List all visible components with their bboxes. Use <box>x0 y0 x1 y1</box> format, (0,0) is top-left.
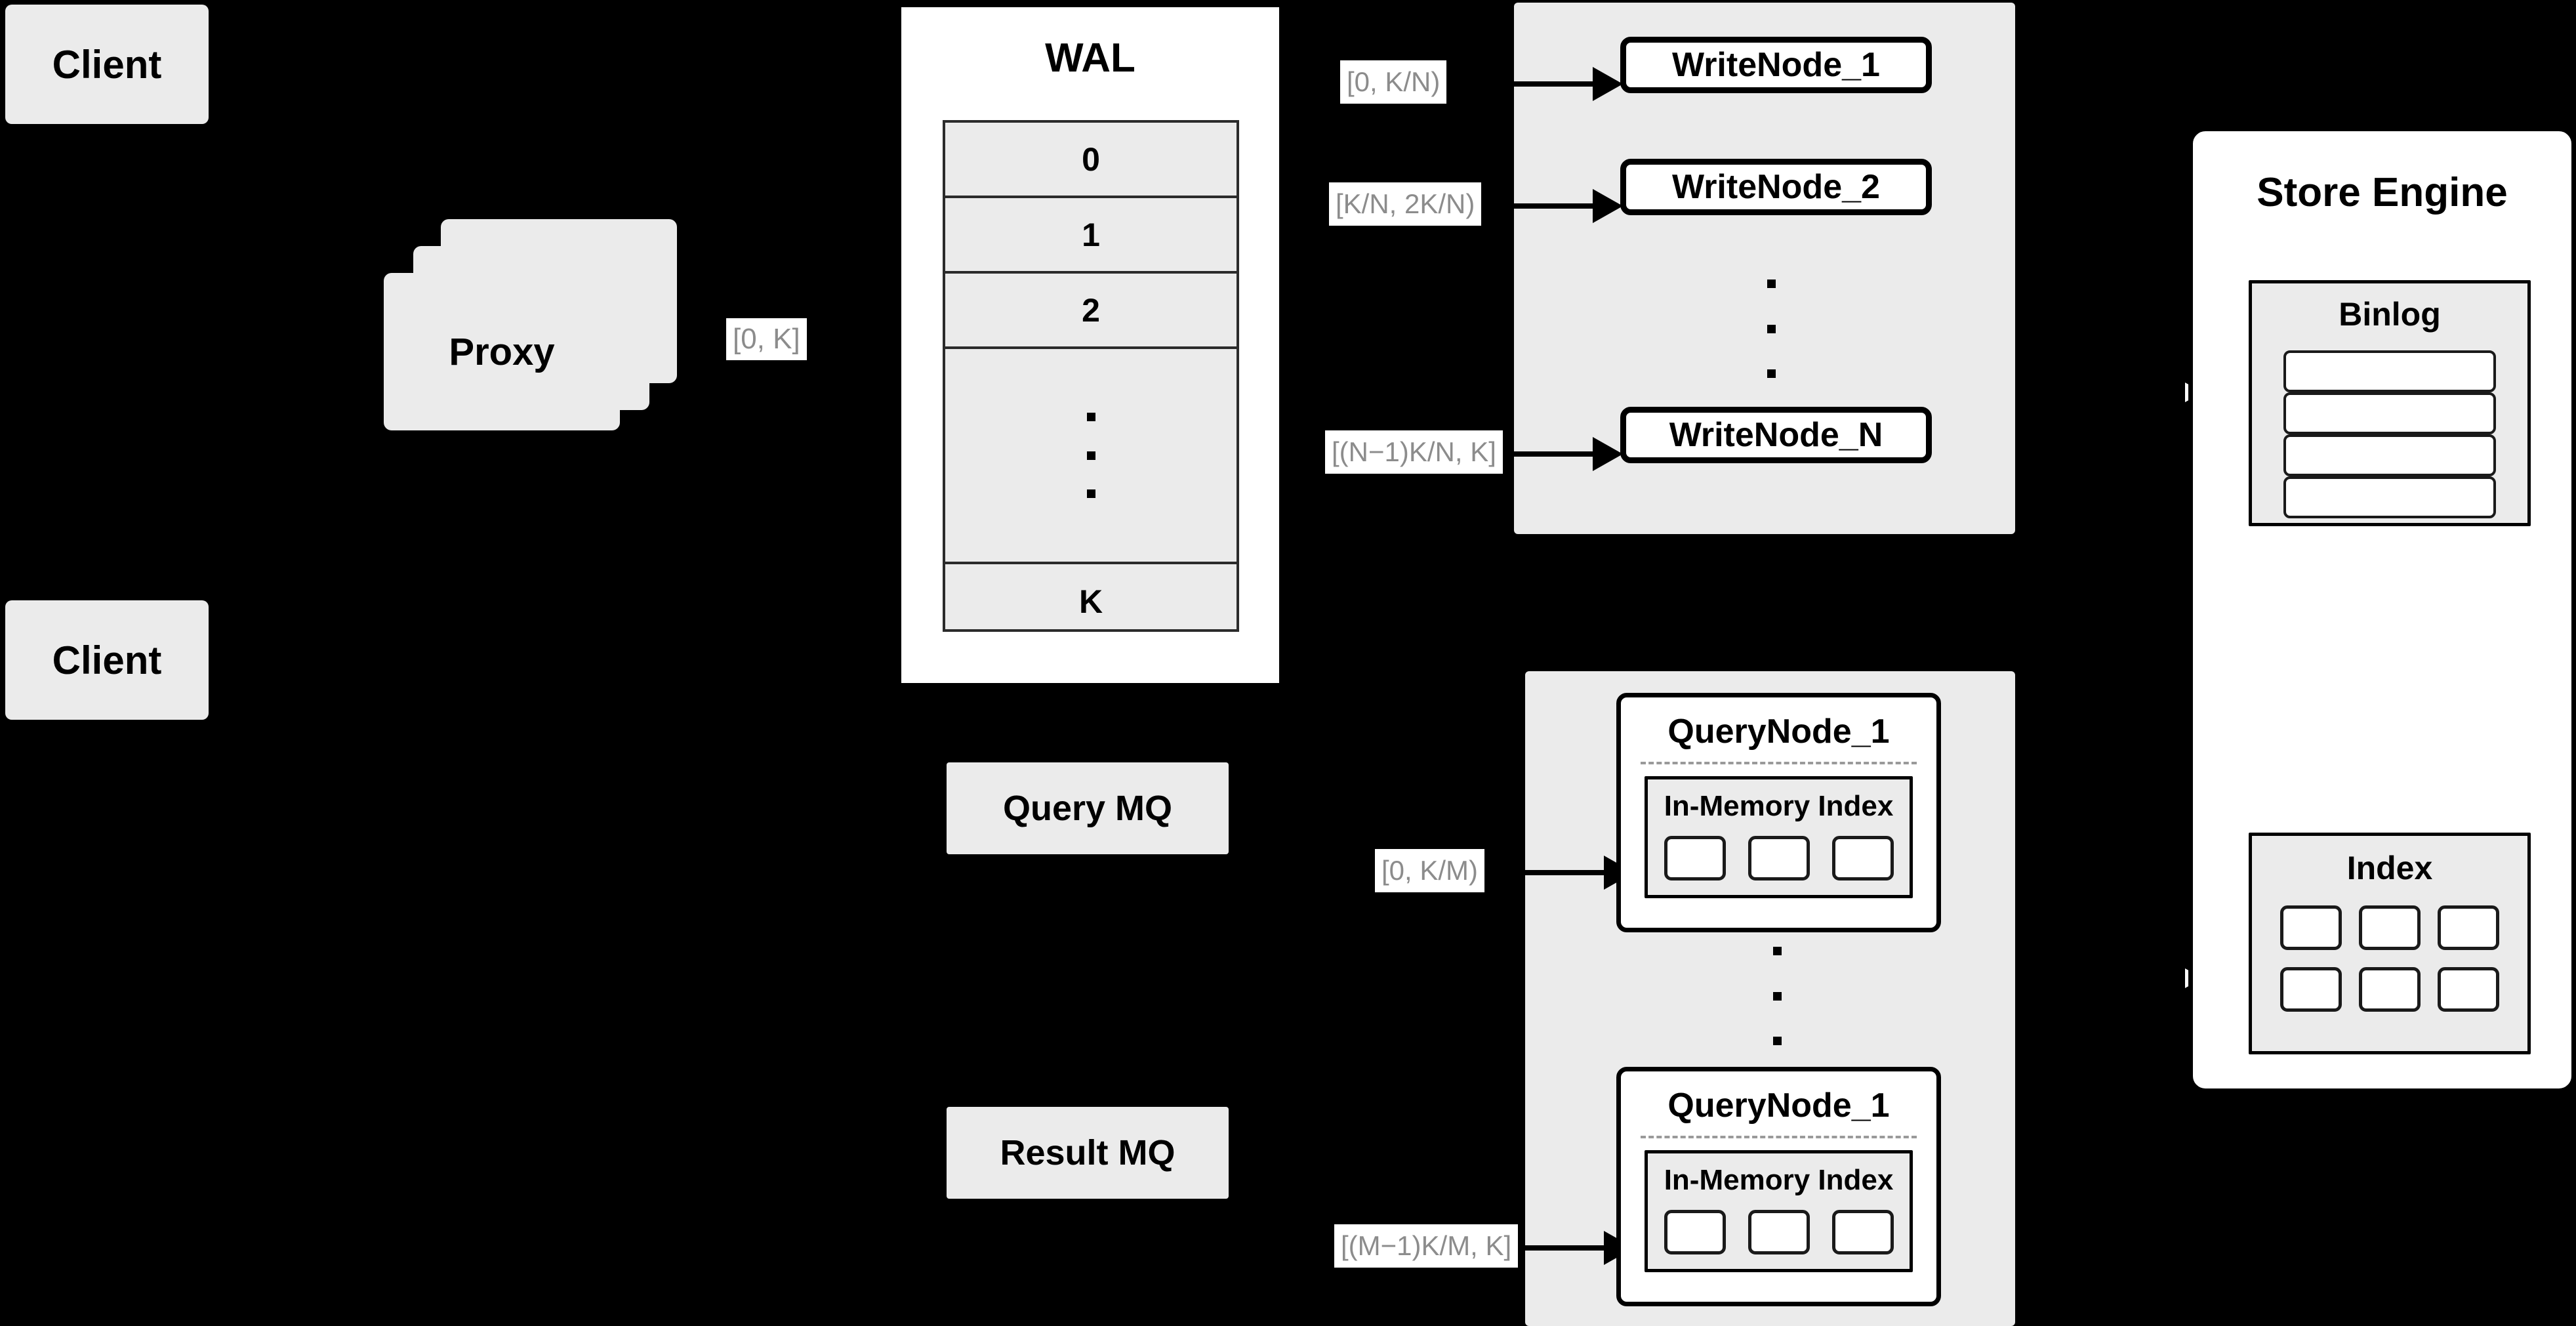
proxy-box[interactable]: Proxy <box>384 273 620 430</box>
binlog-row <box>2283 350 2496 392</box>
arrow-to-binlog <box>2140 390 2193 394</box>
edge-label-writenode-n: [(N−1)K/N, K] <box>1325 430 1503 474</box>
query-node-ellipsis-icon <box>1772 947 1782 1045</box>
in-memory-index-2-title: In-Memory Index <box>1664 1164 1894 1196</box>
edge-label-writenode-1: [0, K/N) <box>1340 60 1447 104</box>
index-cell <box>2438 967 2499 1012</box>
wal-row: 2 <box>945 274 1237 349</box>
arrow-to-writenode-1 <box>1514 81 1608 87</box>
query-node-2-divider <box>1641 1136 1917 1138</box>
wal-row: 1 <box>945 198 1237 274</box>
write-node-2[interactable]: WriteNode_2 <box>1620 159 1932 215</box>
index-cell <box>2438 905 2499 950</box>
write-node-2-label: WriteNode_2 <box>1672 168 1880 206</box>
write-node-ellipsis-icon <box>1767 280 1776 378</box>
query-node-1[interactable]: QueryNode_1 In-Memory Index <box>1616 693 1941 932</box>
write-node-n[interactable]: WriteNode_N <box>1620 407 1932 463</box>
arrow-head-writenode-1 <box>1593 67 1623 101</box>
write-node-1[interactable]: WriteNode_1 <box>1620 37 1932 93</box>
wal-panel: WAL 0 1 2 K <box>897 3 1284 688</box>
wal-row-ellipsis <box>945 349 1237 564</box>
edge-label-querynode-m: [(M−1)K/M, K] <box>1334 1224 1519 1268</box>
arrow-head-writenode-n <box>1593 437 1623 471</box>
result-mq-box[interactable]: Result MQ <box>947 1107 1229 1199</box>
arrow-to-querynode-m <box>1525 1245 1620 1251</box>
vertical-ellipsis-icon <box>1086 413 1095 498</box>
arrow-to-writenode-2 <box>1514 203 1608 209</box>
index-cell <box>2359 905 2421 950</box>
index-row <box>2280 967 2499 1012</box>
write-node-1-label: WriteNode_1 <box>1672 46 1880 84</box>
query-mq-label: Query MQ <box>1002 789 1173 828</box>
write-node-n-label: WriteNode_N <box>1669 416 1883 454</box>
store-engine-title: Store Engine <box>2257 170 2508 215</box>
arrow-to-index <box>2140 947 2193 951</box>
index-grid <box>2252 905 2527 1012</box>
in-memory-index-2: In-Memory Index <box>1645 1150 1913 1272</box>
index-cell <box>1664 836 1726 881</box>
client-label-2: Client <box>52 638 162 682</box>
wal-row: 0 <box>945 123 1237 198</box>
client-box-2[interactable]: Client <box>5 600 209 720</box>
index-cell <box>2280 905 2342 950</box>
in-memory-index-1-title: In-Memory Index <box>1664 790 1894 822</box>
client-label-1: Client <box>52 42 162 87</box>
wal-table: 0 1 2 K <box>943 120 1239 632</box>
index-title: Index <box>2346 850 2433 886</box>
binlog-title: Binlog <box>2339 296 2441 333</box>
binlog-box: Binlog <box>2249 280 2531 526</box>
in-memory-index-1-cells <box>1648 836 1910 881</box>
in-memory-index-2-cells <box>1648 1210 1910 1254</box>
edge-label-querynode-1: [0, K/M) <box>1375 849 1485 892</box>
index-cell <box>1831 836 1894 881</box>
index-cell <box>1748 836 1810 881</box>
arrow-to-writenode-n <box>1514 451 1608 457</box>
index-cell <box>1831 1210 1894 1254</box>
index-cell <box>2280 967 2342 1012</box>
binlog-row <box>2283 434 2496 476</box>
query-mq-box[interactable]: Query MQ <box>947 762 1229 854</box>
query-node-2[interactable]: QueryNode_1 In-Memory Index <box>1616 1067 1941 1306</box>
in-memory-index-1: In-Memory Index <box>1645 776 1913 898</box>
query-node-1-divider <box>1641 762 1917 764</box>
edge-label-proxy-to-wal: [0, K] <box>726 318 807 360</box>
client-box-1[interactable]: Client <box>5 5 209 124</box>
query-node-2-title: QueryNode_1 <box>1667 1087 1890 1125</box>
proxy-label: Proxy <box>449 330 555 373</box>
arrow-head-writenode-2 <box>1593 189 1623 223</box>
binlog-row <box>2283 476 2496 518</box>
arrow-to-querynode-1 <box>1525 870 1620 875</box>
query-node-1-title: QueryNode_1 <box>1667 713 1890 751</box>
index-box: Index <box>2249 833 2531 1054</box>
index-cell <box>2359 967 2421 1012</box>
result-mq-label: Result MQ <box>1000 1133 1176 1172</box>
store-engine-panel: Store Engine Binlog Index <box>2188 127 2576 1093</box>
wal-title: WAL <box>1045 35 1135 81</box>
index-cell <box>1748 1210 1810 1254</box>
wal-row: K <box>1078 583 1103 620</box>
index-row <box>2280 905 2499 950</box>
binlog-row <box>2283 392 2496 434</box>
index-cell <box>1664 1210 1726 1254</box>
edge-label-writenode-2: [K/N, 2K/N) <box>1329 182 1482 226</box>
